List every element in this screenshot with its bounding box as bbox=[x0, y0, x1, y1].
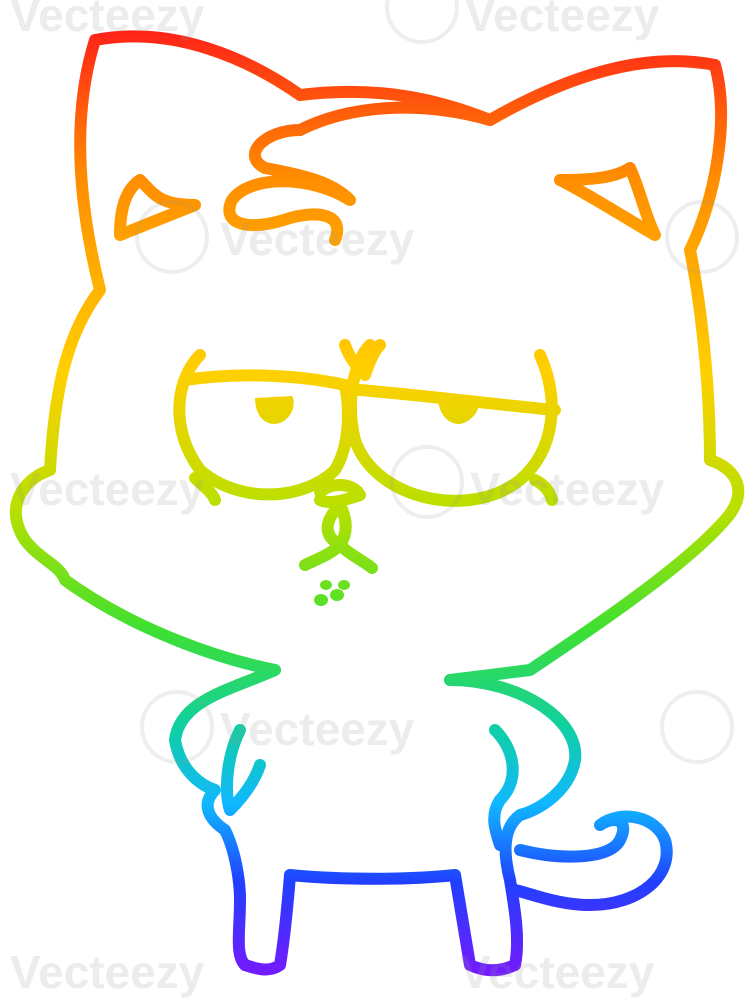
pupil-left bbox=[255, 396, 294, 424]
watermark-logo-icon bbox=[660, 690, 734, 764]
eye-left bbox=[173, 349, 354, 501]
chin-dot-3 bbox=[320, 580, 332, 590]
watermark-logo-icon bbox=[390, 445, 464, 519]
tail bbox=[509, 810, 673, 911]
hair-tuft-top bbox=[294, 101, 496, 136]
chin-dot-4 bbox=[338, 580, 350, 590]
head-outline bbox=[10, 30, 306, 676]
leg-left bbox=[239, 869, 296, 976]
chin-dot-2 bbox=[330, 589, 344, 601]
mouth bbox=[299, 479, 378, 574]
cheek-line-right bbox=[529, 474, 558, 506]
watermark-logo-icon bbox=[665, 200, 739, 274]
leg-right bbox=[449, 869, 521, 977]
watermark-logo-icon bbox=[135, 200, 209, 274]
brow-mark bbox=[339, 339, 386, 381]
arm-left bbox=[221, 724, 266, 816]
inner-ear-right bbox=[554, 162, 661, 241]
watermark-logo-icon bbox=[140, 690, 214, 764]
pupil-right bbox=[438, 400, 479, 424]
arm-right bbox=[488, 724, 519, 851]
body-right bbox=[444, 674, 582, 971]
crotch bbox=[284, 869, 461, 885]
chin-dot-1 bbox=[314, 594, 328, 606]
cheek-line-left bbox=[189, 472, 221, 506]
hair-tuft bbox=[223, 124, 356, 246]
